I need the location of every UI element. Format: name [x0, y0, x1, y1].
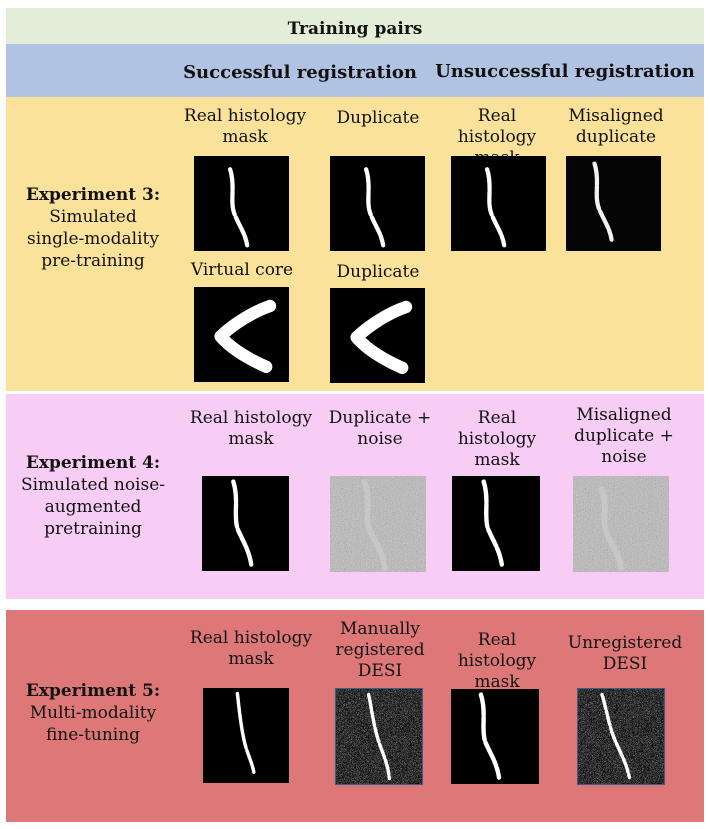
- col-label: Duplicate + noise: [328, 408, 432, 449]
- col-label: Duplicate: [336, 108, 420, 128]
- band-gap: [6, 391, 704, 394]
- figure-title: Training pairs: [287, 19, 423, 39]
- unregistered-desi-image: [577, 688, 665, 785]
- header-band: [6, 44, 704, 97]
- experiment-3-desc-line: Simulated: [49, 207, 137, 227]
- col-label: Real histology mask: [189, 628, 313, 669]
- col-label: Real histology mask: [457, 408, 537, 470]
- col-label: Real histology mask: [189, 408, 313, 449]
- misaligned-duplicate-image: [566, 156, 661, 251]
- experiment-3-desc-line: pre-training: [41, 251, 145, 271]
- title-band: [6, 8, 704, 44]
- col-label: Misaligned duplicate: [568, 106, 664, 147]
- band-gap: [6, 599, 704, 610]
- experiment-5-desc-line: fine-tuning: [45, 725, 141, 745]
- experiment-3-desc-line: single-modality: [27, 229, 159, 249]
- experiment-5-desc-line: Multi-modality: [29, 703, 157, 723]
- histology-mask-image: [202, 476, 289, 571]
- col-label: Real histology mask: [457, 630, 537, 692]
- virtual-core-duplicate-image: [330, 288, 425, 383]
- histology-mask-image: [452, 476, 540, 571]
- experiment-5-title: Experiment 5:: [25, 681, 161, 701]
- col-label: Misaligned duplicate + noise: [574, 405, 674, 467]
- col-label: Virtual core: [190, 260, 294, 280]
- header-unsuccessful: Unsuccessful registration: [435, 61, 695, 82]
- registered-desi-image: [335, 688, 423, 785]
- experiment-3-label: Experiment 3: Simulated single-modality …: [6, 184, 180, 272]
- experiment-4-desc-line: pretraining: [44, 519, 142, 539]
- experiment-5-label: Experiment 5: Multi-modality fine-tuning: [6, 680, 180, 746]
- col-label: Manually registered DESI: [335, 619, 425, 681]
- experiment-3-title: Experiment 3:: [25, 185, 161, 205]
- col-label: Real histology mask: [183, 106, 307, 147]
- noisy-misaligned-duplicate-image: [573, 476, 669, 572]
- experiment-4-desc-line: augmented: [44, 497, 142, 517]
- histology-mask-image: [451, 689, 539, 784]
- noisy-duplicate-image: [330, 476, 426, 572]
- header-successful: Successful registration: [183, 62, 417, 83]
- duplicate-mask-image: [330, 156, 425, 251]
- virtual-core-image: [194, 287, 289, 382]
- histology-mask-image: [203, 688, 289, 783]
- experiment-4-desc-line: Simulated noise-: [20, 475, 166, 495]
- col-label: Unregistered DESI: [567, 633, 683, 674]
- experiment-4-label: Experiment 4: Simulated noise- augmented…: [6, 452, 180, 540]
- histology-mask-image: [451, 156, 546, 251]
- col-label: Duplicate: [336, 262, 420, 282]
- experiment-4-title: Experiment 4:: [25, 453, 161, 473]
- histology-mask-image: [194, 156, 289, 251]
